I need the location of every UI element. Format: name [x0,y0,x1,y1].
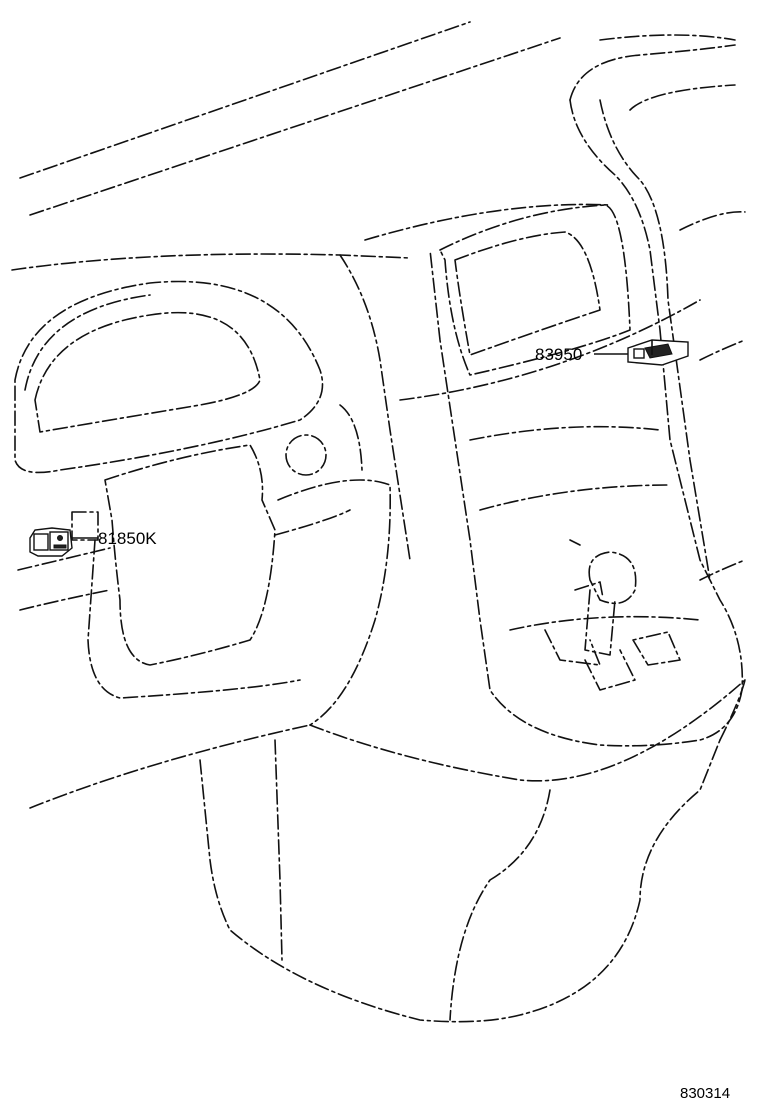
callout-label-81850K: 81850K [98,529,157,548]
part-83950-switch[interactable] [627,339,689,366]
part-81850K-switch[interactable] [29,527,73,557]
switch-blanks-left [71,511,99,541]
shift-lever [509,539,701,691]
dashboard-top-outline [11,203,746,561]
callout-label-83950: 83950 [535,345,582,364]
center-console-display [429,44,746,747]
windshield-lines [19,21,736,216]
lower-dash [29,679,746,1023]
steering-wheel [17,444,392,726]
drawing-number: 830314 [680,1085,730,1102]
instrument-cluster [14,280,363,476]
